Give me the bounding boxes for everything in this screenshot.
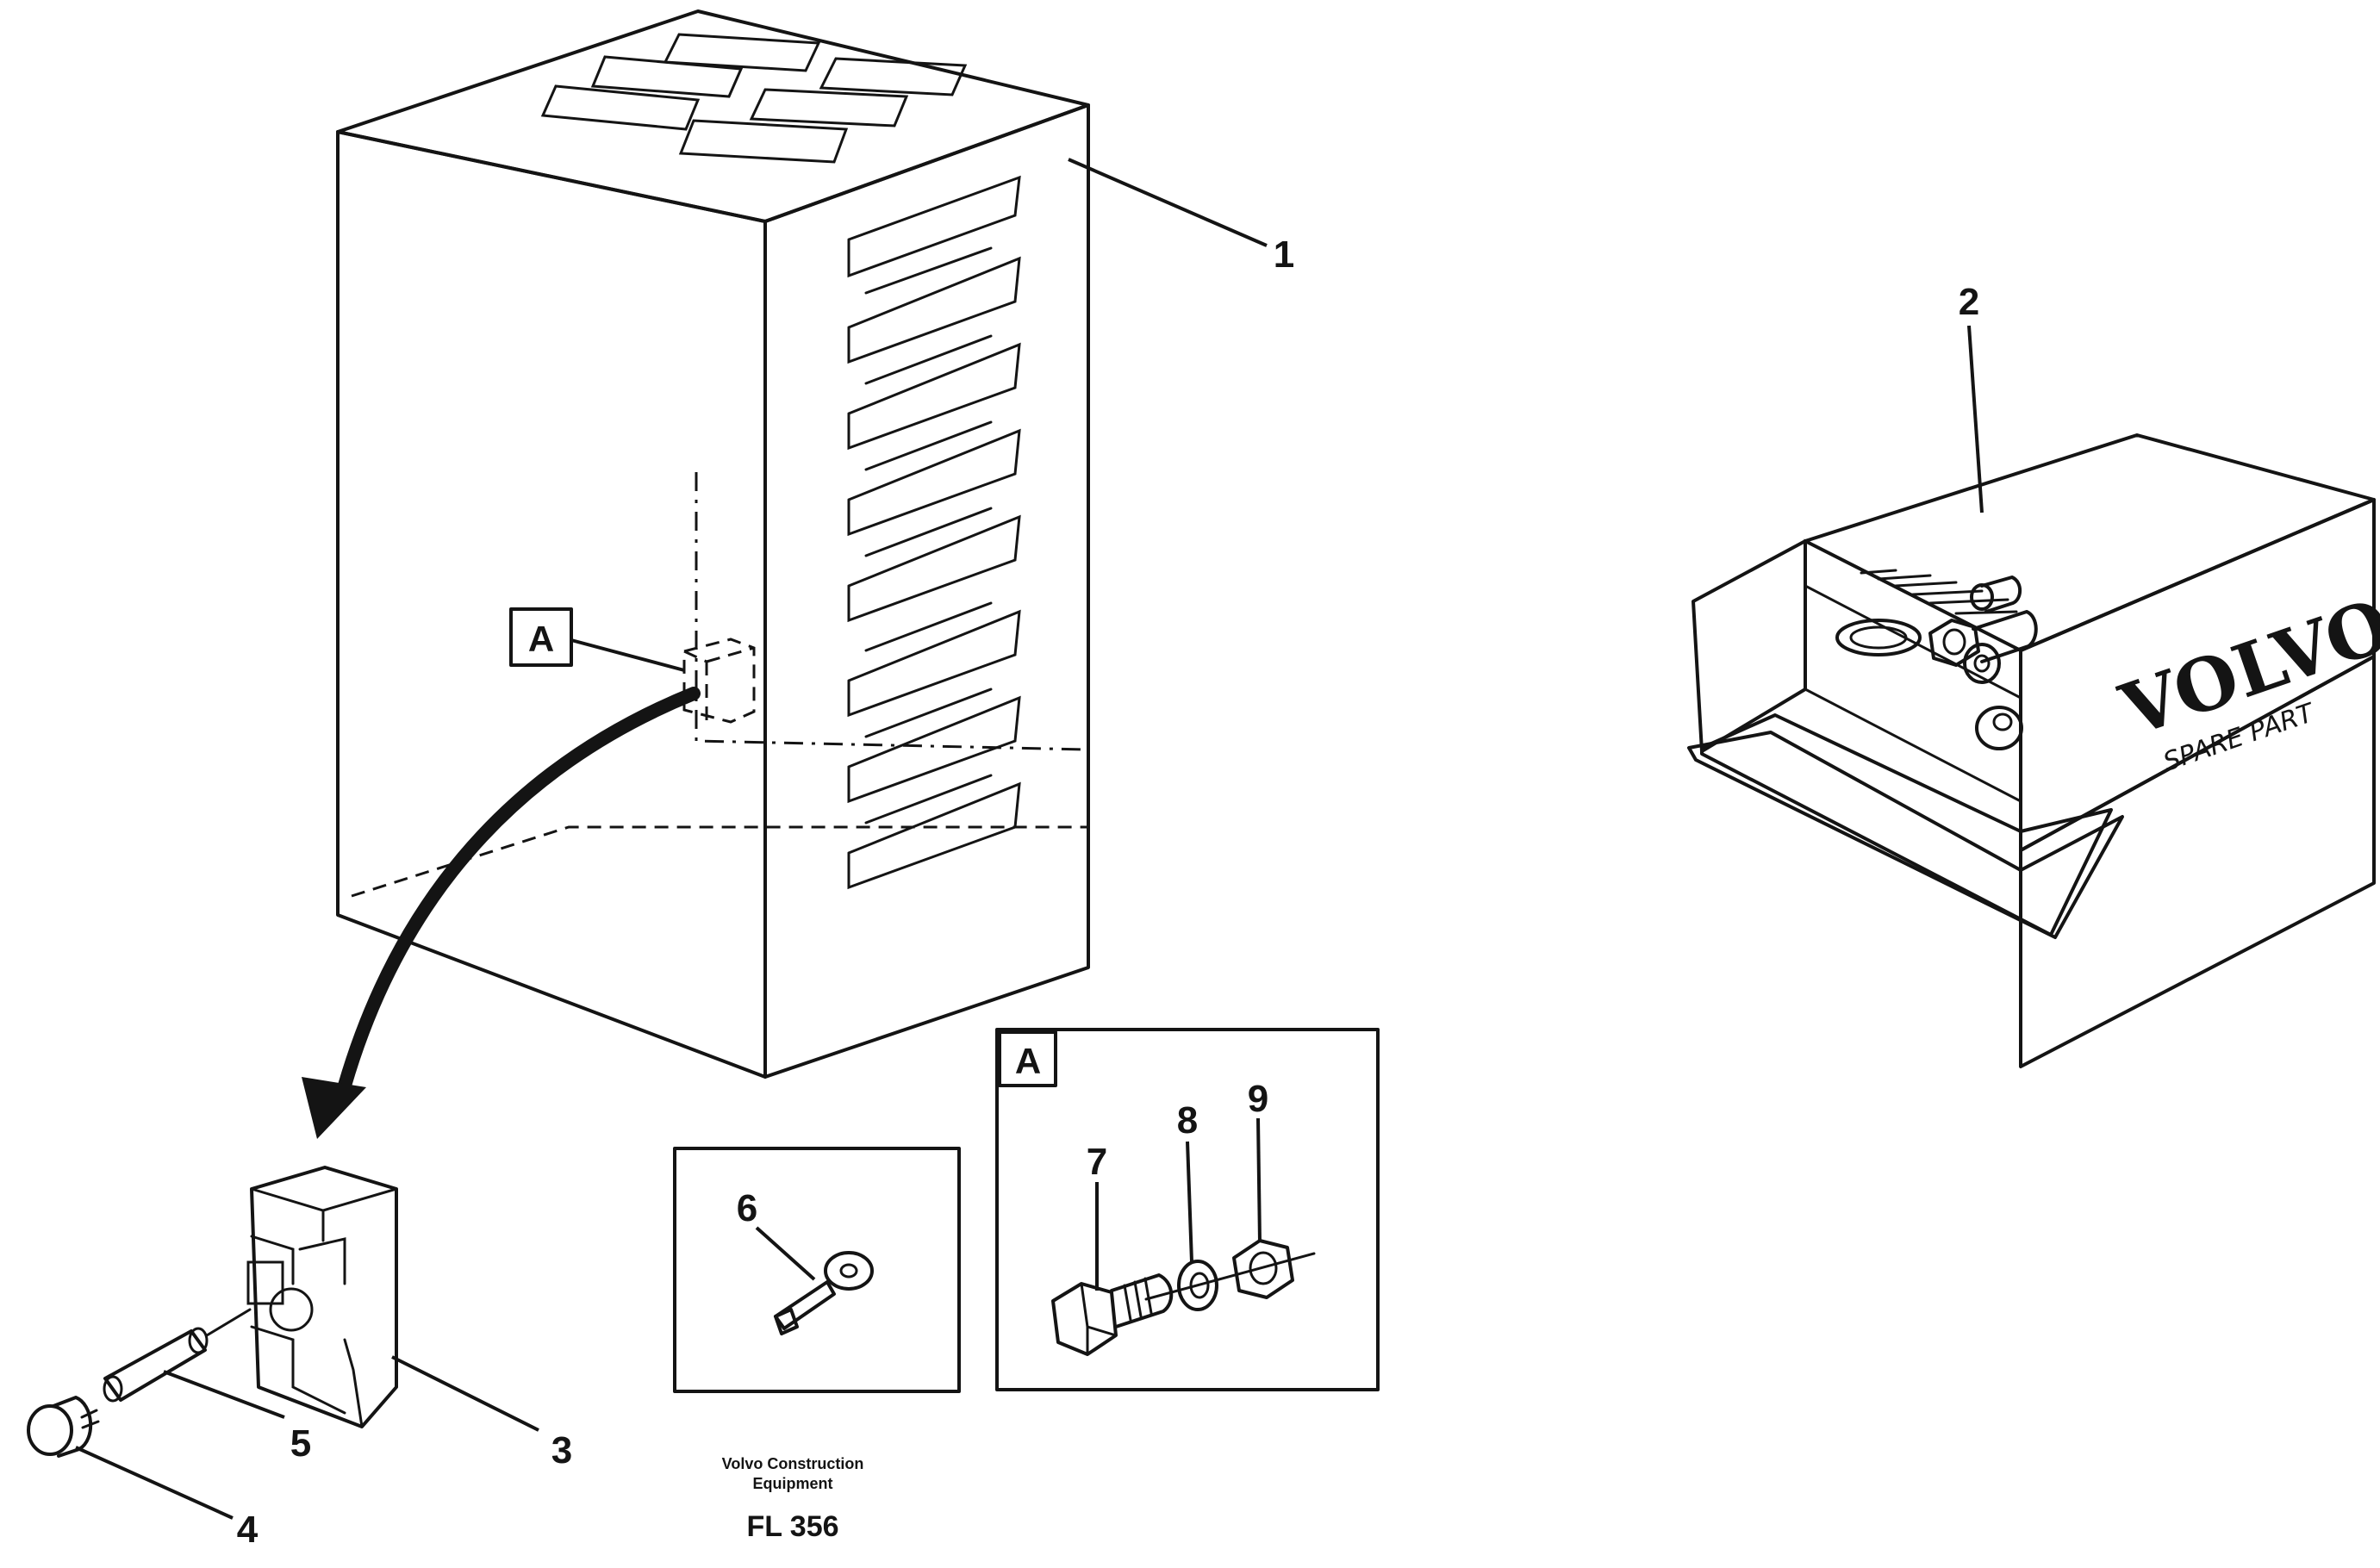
- top-vents: [540, 33, 968, 164]
- nut-icon: [1232, 1239, 1294, 1299]
- callout-5: 5: [290, 1422, 311, 1465]
- callout-4: 4: [237, 1509, 259, 1551]
- washer-icon: [1177, 1260, 1218, 1311]
- fuse-holder-drawing: [27, 1166, 398, 1458]
- detail-marker-a: A: [509, 607, 685, 672]
- hardware-inset-a: A 7 8 9: [995, 1028, 1380, 1391]
- key-icon: [774, 1251, 874, 1335]
- side-louvers: [847, 175, 1021, 890]
- callout-6: 6: [737, 1187, 757, 1229]
- callout-3: 3: [551, 1429, 572, 1472]
- inset-a-label: A: [1015, 1041, 1041, 1081]
- key-inset: 6: [673, 1147, 961, 1393]
- cabinet-drawing: [336, 9, 1090, 1079]
- callout-1: 1: [1274, 233, 1294, 276]
- detail-arrow: [302, 687, 701, 1139]
- detail-marker-a-label: A: [528, 619, 554, 659]
- spare-part-box-drawing: VOLVO SPARE PART: [1687, 433, 2380, 1068]
- drawing-code: FL 356: [746, 1510, 838, 1543]
- callout-8: 8: [1177, 1099, 1198, 1142]
- callout-7: 7: [1087, 1141, 1107, 1183]
- fuse: [103, 1308, 252, 1403]
- caption-line-2: Equipment: [753, 1475, 833, 1492]
- callout-9: 9: [1248, 1078, 1268, 1120]
- bolt-icon: [1051, 1273, 1174, 1356]
- fuse-location-marker: [682, 638, 756, 724]
- callout-2: 2: [1959, 281, 1979, 323]
- fuse-cap: [27, 1396, 100, 1458]
- caption-line-1: Volvo Construction: [722, 1455, 864, 1472]
- drawing-caption: Volvo Construction Equipment FL 356: [722, 1455, 864, 1543]
- box-inner-shading: [1804, 538, 2022, 700]
